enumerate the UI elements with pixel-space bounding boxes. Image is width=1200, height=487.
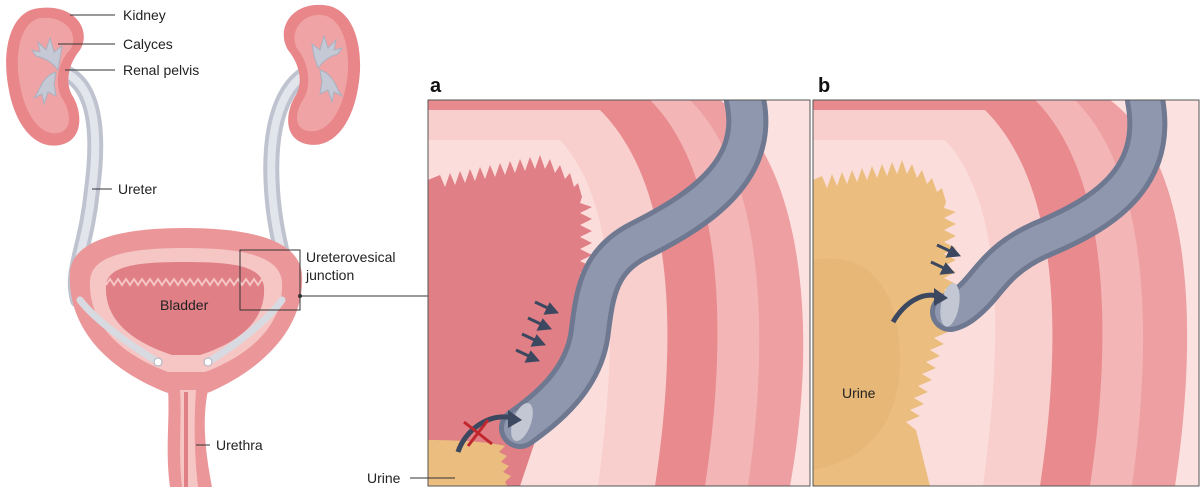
panel-a-urine xyxy=(428,440,511,486)
panel-a xyxy=(428,100,810,486)
right-calyces xyxy=(311,34,344,104)
label-renal-pelvis: Renal pelvis xyxy=(123,62,199,78)
label-junction: junction xyxy=(305,267,354,283)
panel-a-compression-arrows xyxy=(515,300,560,363)
label-kidney: Kidney xyxy=(123,7,166,23)
panel-a-reflux-arrow xyxy=(455,414,513,453)
label-ureter: Ureter xyxy=(118,181,157,197)
panel-b-letter: b xyxy=(818,75,830,97)
panel-a-letter: a xyxy=(430,75,442,97)
label-urine-b: Urine xyxy=(842,385,876,401)
panel-a-blocked-mark xyxy=(463,419,493,447)
label-ureterovesical: Ureterovesical xyxy=(306,249,395,265)
panel-a-bladder-lumen xyxy=(428,155,592,486)
panel-b-compression-arrows xyxy=(930,243,962,275)
left-calyces xyxy=(30,36,63,106)
label-urethra: Urethra xyxy=(216,437,263,453)
urinary-system-illustration xyxy=(6,4,361,487)
panel-b-flow-arrow xyxy=(890,292,939,324)
label-calyces: Calyces xyxy=(123,36,173,52)
panel-b xyxy=(813,100,1199,486)
label-urine-a: Urine xyxy=(367,470,401,486)
label-bladder: Bladder xyxy=(160,297,209,313)
